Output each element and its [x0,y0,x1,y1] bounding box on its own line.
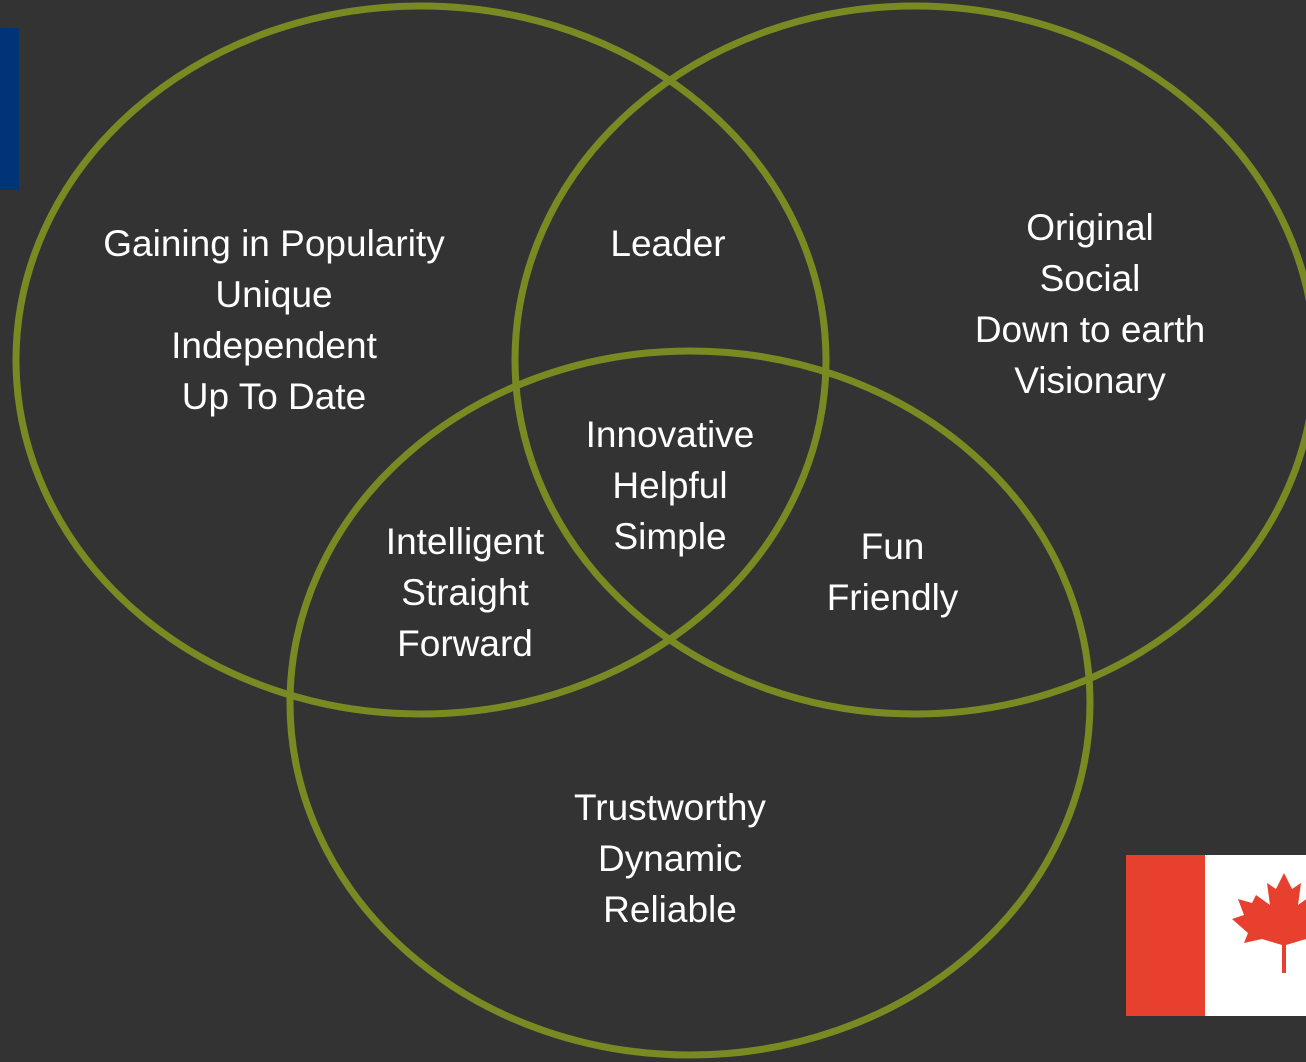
region-text: Social [1039,258,1141,299]
region-left-right: Leader [568,218,768,269]
region-text: Dynamic [598,838,742,879]
region-text: Intelligent [385,521,545,562]
region-text: Down to earth [974,309,1206,350]
region-text: Leader [610,223,726,264]
circle-right [511,2,1306,718]
region-text: Helpful [612,465,728,506]
circle-left [12,2,830,718]
region-text: Independent [171,325,377,366]
maple-leaf-icon [1232,873,1306,973]
accent-bar [0,28,19,190]
region-right-bottom: Fun Friendly [790,521,995,623]
canada-flag-icon [1126,855,1306,1016]
region-text: Trustworthy [574,787,766,828]
region-text: Visionary [1014,360,1166,401]
region-text: Fun [860,526,925,567]
region-text: Forward [397,623,533,664]
region-left-only: Gaining in Popularity Unique Independent… [62,218,486,422]
region-text: Unique [215,274,333,315]
circle-bottom [286,347,1094,1059]
flag-red-band [1126,855,1205,1016]
region-left-bottom: Intelligent Straight Forward [360,516,570,669]
region-text: Reliable [603,889,737,930]
region-text: Original [1026,207,1154,248]
region-text: Innovative [585,414,755,455]
region-center: Innovative Helpful Simple [550,409,790,562]
region-right-only: Original Social Down to earth Visionary [930,202,1250,406]
region-text: Straight [401,572,529,613]
region-bottom-only: Trustworthy Dynamic Reliable [540,782,800,935]
region-text: Gaining in Popularity [103,223,445,264]
region-text: Friendly [826,577,959,618]
region-text: Simple [613,516,727,557]
region-text: Up To Date [181,376,367,417]
